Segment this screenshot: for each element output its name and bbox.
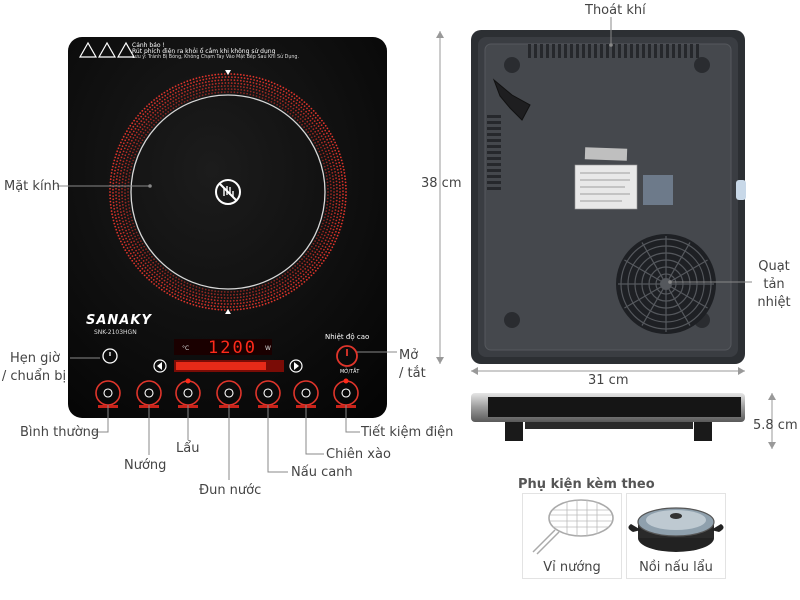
label-grill-mode: Nướng: [124, 458, 167, 473]
accessory-card-hotpot: Nồi nấu lẩu: [626, 493, 726, 579]
label-boil-water-mode: Đun nước: [199, 483, 262, 498]
grill-rack-icon: [532, 499, 614, 555]
label-stir-fry-mode: Chiên xào: [326, 447, 391, 462]
label-power-line-2: / tắt: [399, 366, 426, 381]
underside-view: [471, 30, 746, 364]
label-power-line-1: Mở: [399, 348, 419, 363]
control-panel: [102, 339, 358, 373]
accessory-card-grill: Vỉ nướng: [522, 493, 622, 579]
side-view: [471, 393, 745, 441]
label-glass-surface: Mặt kính: [4, 179, 61, 194]
label-timer-line-2: / chuẩn bị: [1, 369, 67, 384]
unit-celsius: °C: [182, 345, 190, 352]
callout-leaders: [57, 17, 752, 480]
dimension-lines: [439, 31, 773, 449]
accessory-label-hotpot: Nồi nấu lẩu: [639, 560, 713, 575]
accessory-label-grill: Vỉ nướng: [543, 560, 601, 575]
unit-watt: W: [265, 345, 271, 352]
dimension-height: 38 cm: [421, 176, 462, 191]
label-normal-mode: Bình thường: [20, 425, 100, 440]
zone-circle: [130, 94, 326, 290]
label-eco-mode: Tiết kiệm điện: [361, 425, 454, 440]
heating-ring: [109, 73, 347, 311]
accessories-title: Phụ kiện kèm theo: [518, 477, 655, 492]
warning-line-1: Rút phích điện ra khỏi ổ cắm khi không s…: [132, 48, 276, 55]
dimension-thickness: 5.8 cm: [753, 418, 798, 433]
dimension-width: 31 cm: [588, 373, 629, 388]
power-display: 1200: [208, 338, 257, 358]
dimension-arrows: [436, 31, 776, 449]
power-button-label: MỞ/TẮT: [340, 370, 360, 375]
side-vents: [487, 115, 501, 190]
no-touch-icon: [215, 179, 241, 205]
model-number: SNK-2103HGN: [94, 329, 137, 336]
cooling-fan-grille: [616, 234, 716, 334]
label-exhaust: Thoát khí: [585, 3, 646, 18]
cooktop-top-view: [68, 37, 387, 418]
label-hotpot-mode: Lẩu: [176, 441, 200, 456]
label-timer-line-1: Hẹn giờ: [10, 351, 60, 366]
callout-dots: [148, 43, 672, 284]
hotpot-icon: [628, 507, 724, 552]
label-fan-line-1: Quạt: [758, 259, 790, 274]
label-fan-line-2: tản: [763, 277, 785, 292]
brand-logo: SANAKY: [86, 313, 152, 328]
label-fan-line-3: nhiệt: [757, 295, 791, 310]
exhaust-vents: [528, 44, 699, 58]
label-soup-mode: Nấu canh: [291, 465, 353, 480]
warning-icons: [78, 41, 136, 58]
warning-title: Cảnh báo !: [132, 42, 165, 49]
temp-high-label: Nhiệt độ cao: [325, 333, 370, 341]
warning-line-2: Lưu ý: Tránh Bị Bỏng, Không Chạm Tay Vào…: [132, 55, 300, 60]
